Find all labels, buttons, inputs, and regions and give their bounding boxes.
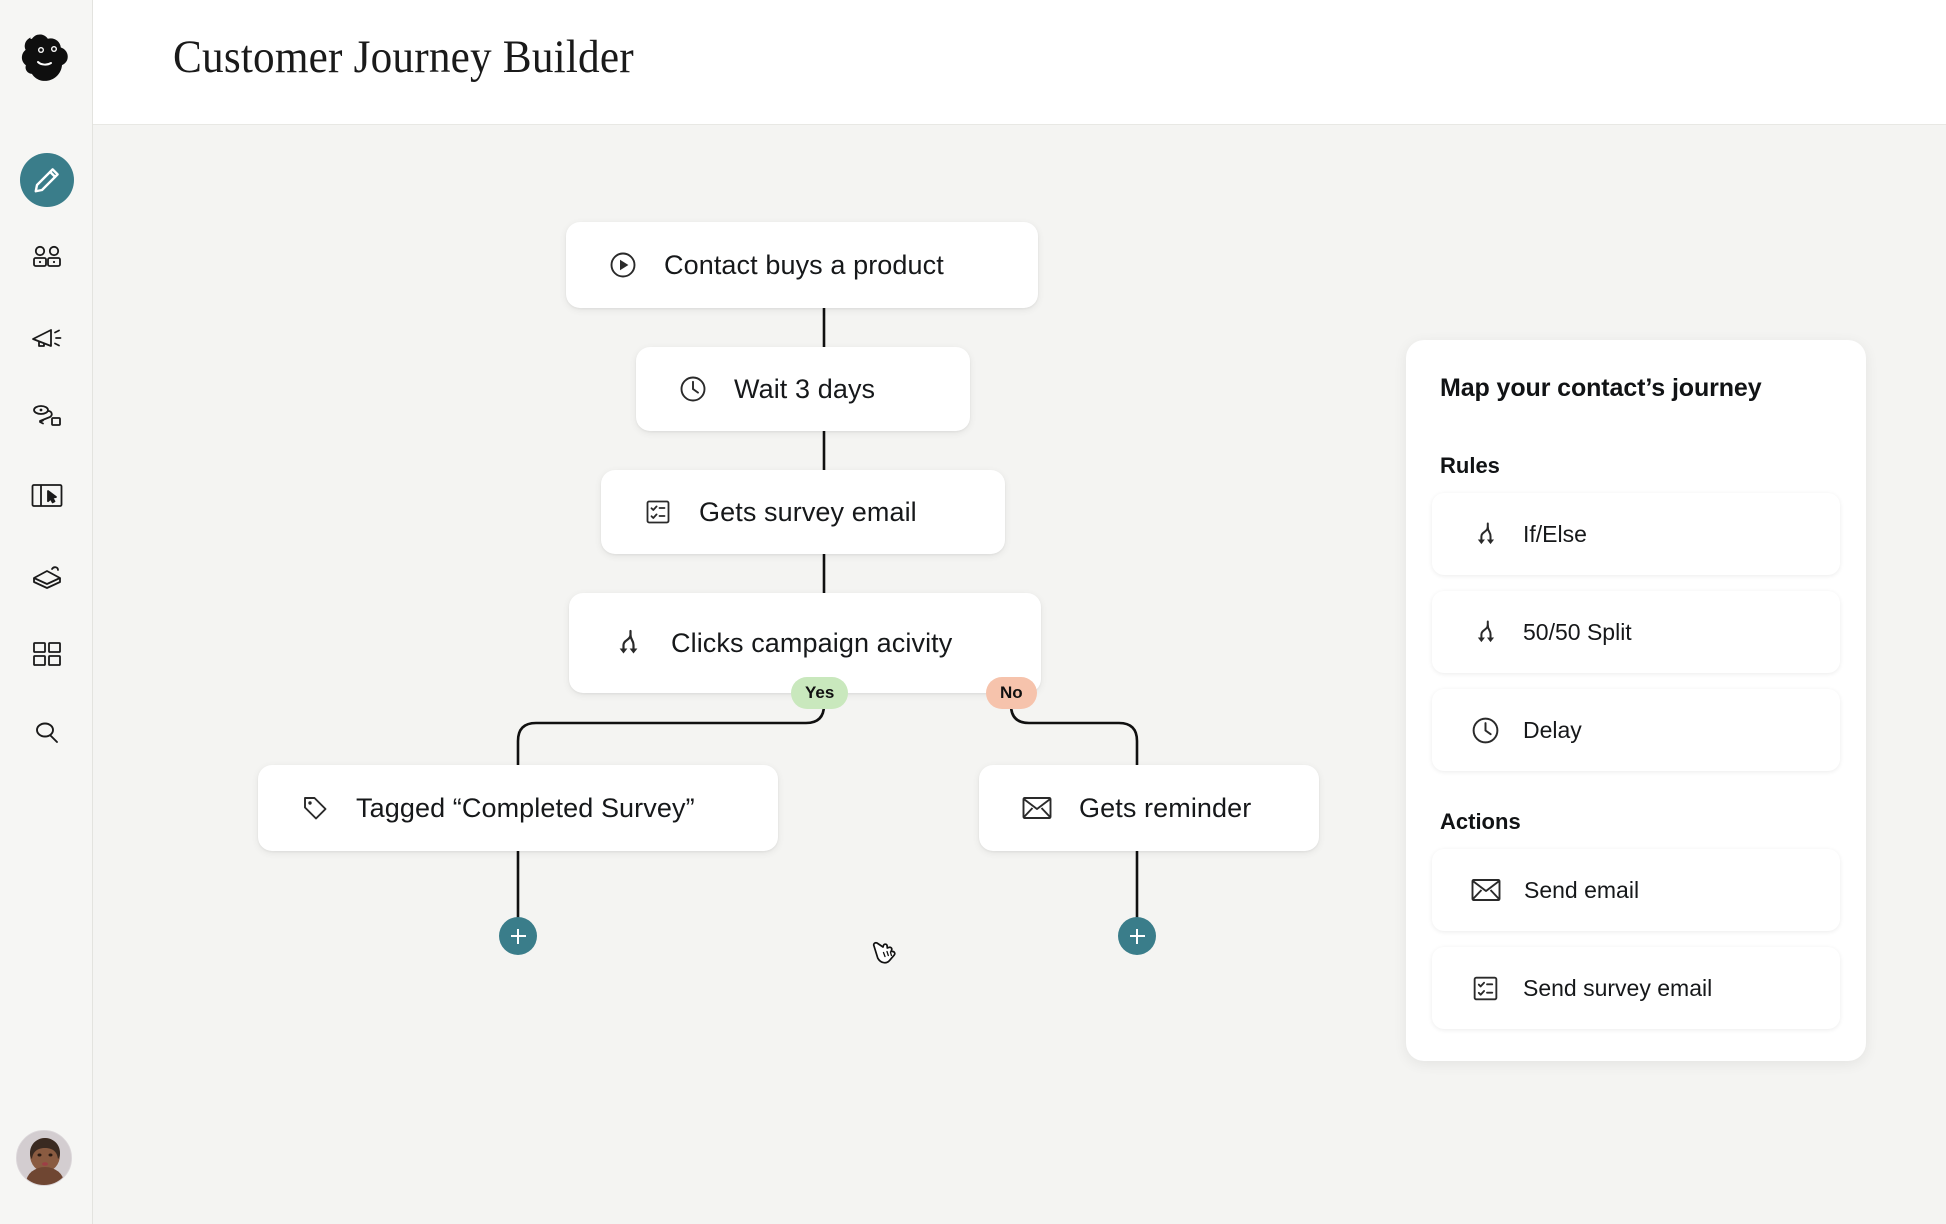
sidebar-item-create[interactable] [0, 140, 93, 219]
panel-item-label: 50/50 Split [1523, 618, 1632, 645]
panel-item-delay[interactable]: Delay [1432, 689, 1840, 771]
flow-node-survey-email[interactable]: Gets survey email [601, 470, 1005, 554]
flow-node-reminder[interactable]: Gets reminder [979, 765, 1319, 851]
search-icon [20, 706, 74, 760]
panel-item-if-else[interactable]: If/Else [1432, 493, 1840, 575]
flow-node-tagged[interactable]: Tagged “Completed Survey” [258, 765, 778, 851]
flow-node-trigger[interactable]: Contact buys a product [566, 222, 1038, 308]
flow-node-label: Gets reminder [1079, 792, 1252, 823]
branch-badge-label: Yes [805, 683, 835, 702]
clock-icon [678, 374, 708, 404]
sidebar-nav [0, 140, 93, 772]
grid-apps-icon [20, 627, 74, 681]
panel-item-send-survey-email[interactable]: Send survey email [1432, 947, 1840, 1029]
survey-checklist-icon [643, 497, 673, 527]
panel-item-send-email[interactable]: Send email [1432, 849, 1840, 931]
survey-checklist-icon [1470, 973, 1501, 1004]
automation-flow-icon [20, 390, 74, 444]
flow-node-label: Contact buys a product [664, 249, 944, 280]
audience-icon [20, 232, 74, 286]
add-step-button-left[interactable] [499, 917, 537, 955]
branch-split-icon [611, 626, 645, 660]
flow-node-label: Clicks campaign acivity [671, 627, 953, 658]
flow-node-delay[interactable]: Wait 3 days [636, 347, 970, 431]
branch-split-icon [1470, 617, 1501, 648]
branch-badge-label: No [1000, 683, 1023, 702]
sidebar-item-postcards[interactable] [0, 535, 93, 614]
envelope-icon [1470, 877, 1502, 903]
panel-item-fifty-fifty-split[interactable]: 50/50 Split [1432, 591, 1840, 673]
play-circle-icon [608, 250, 638, 280]
sidebar-item-website[interactable] [0, 456, 93, 535]
hand-pointer-cursor [863, 930, 909, 976]
branch-badge-yes[interactable]: Yes [791, 677, 849, 709]
panel-item-label: If/Else [1523, 520, 1587, 547]
envelope-icon [1021, 795, 1053, 821]
sidebar-item-search[interactable] [0, 693, 93, 772]
landing-page-icon [20, 469, 74, 523]
journey-canvas[interactable]: Contact buys a product Wait 3 days [93, 125, 1946, 1224]
sidebar [0, 0, 93, 1224]
panel-title: Map your contact’s journey [1440, 374, 1762, 402]
flow-node-if-else[interactable]: Clicks campaign acivity [569, 593, 1041, 693]
account-avatar[interactable] [16, 1130, 72, 1186]
panel-item-label: Send survey email [1523, 974, 1713, 1001]
sidebar-item-audience[interactable] [0, 219, 93, 298]
pencil-icon [19, 152, 74, 207]
sidebar-item-integrations[interactable] [0, 614, 93, 693]
megaphone-icon [20, 311, 74, 365]
branch-badge-no[interactable]: No [986, 677, 1037, 709]
page-title: Customer Journey Builder [173, 31, 634, 83]
header-bar: Customer Journey Builder [93, 0, 1946, 125]
clock-icon [1470, 715, 1501, 746]
panel-section-heading-actions: Actions [1440, 809, 1521, 834]
add-step-button-right[interactable] [1118, 917, 1156, 955]
sidebar-item-automations[interactable] [0, 377, 93, 456]
panel-section-heading-rules: Rules [1440, 453, 1500, 478]
panel-item-label: Send email [1524, 876, 1640, 903]
flow-node-label: Wait 3 days [734, 373, 876, 404]
tag-icon [300, 793, 330, 823]
sidebar-item-campaigns[interactable] [0, 298, 93, 377]
postcard-icon [20, 548, 74, 602]
mailchimp-monkey-logo[interactable] [12, 22, 82, 92]
panel-item-label: Delay [1523, 716, 1582, 743]
flow-node-label: Tagged “Completed Survey” [356, 792, 695, 823]
branch-split-icon [1470, 519, 1501, 550]
flow-node-label: Gets survey email [699, 496, 917, 527]
journey-steps-panel: Map your contact’s journey Rules If/Else [1406, 340, 1866, 1061]
